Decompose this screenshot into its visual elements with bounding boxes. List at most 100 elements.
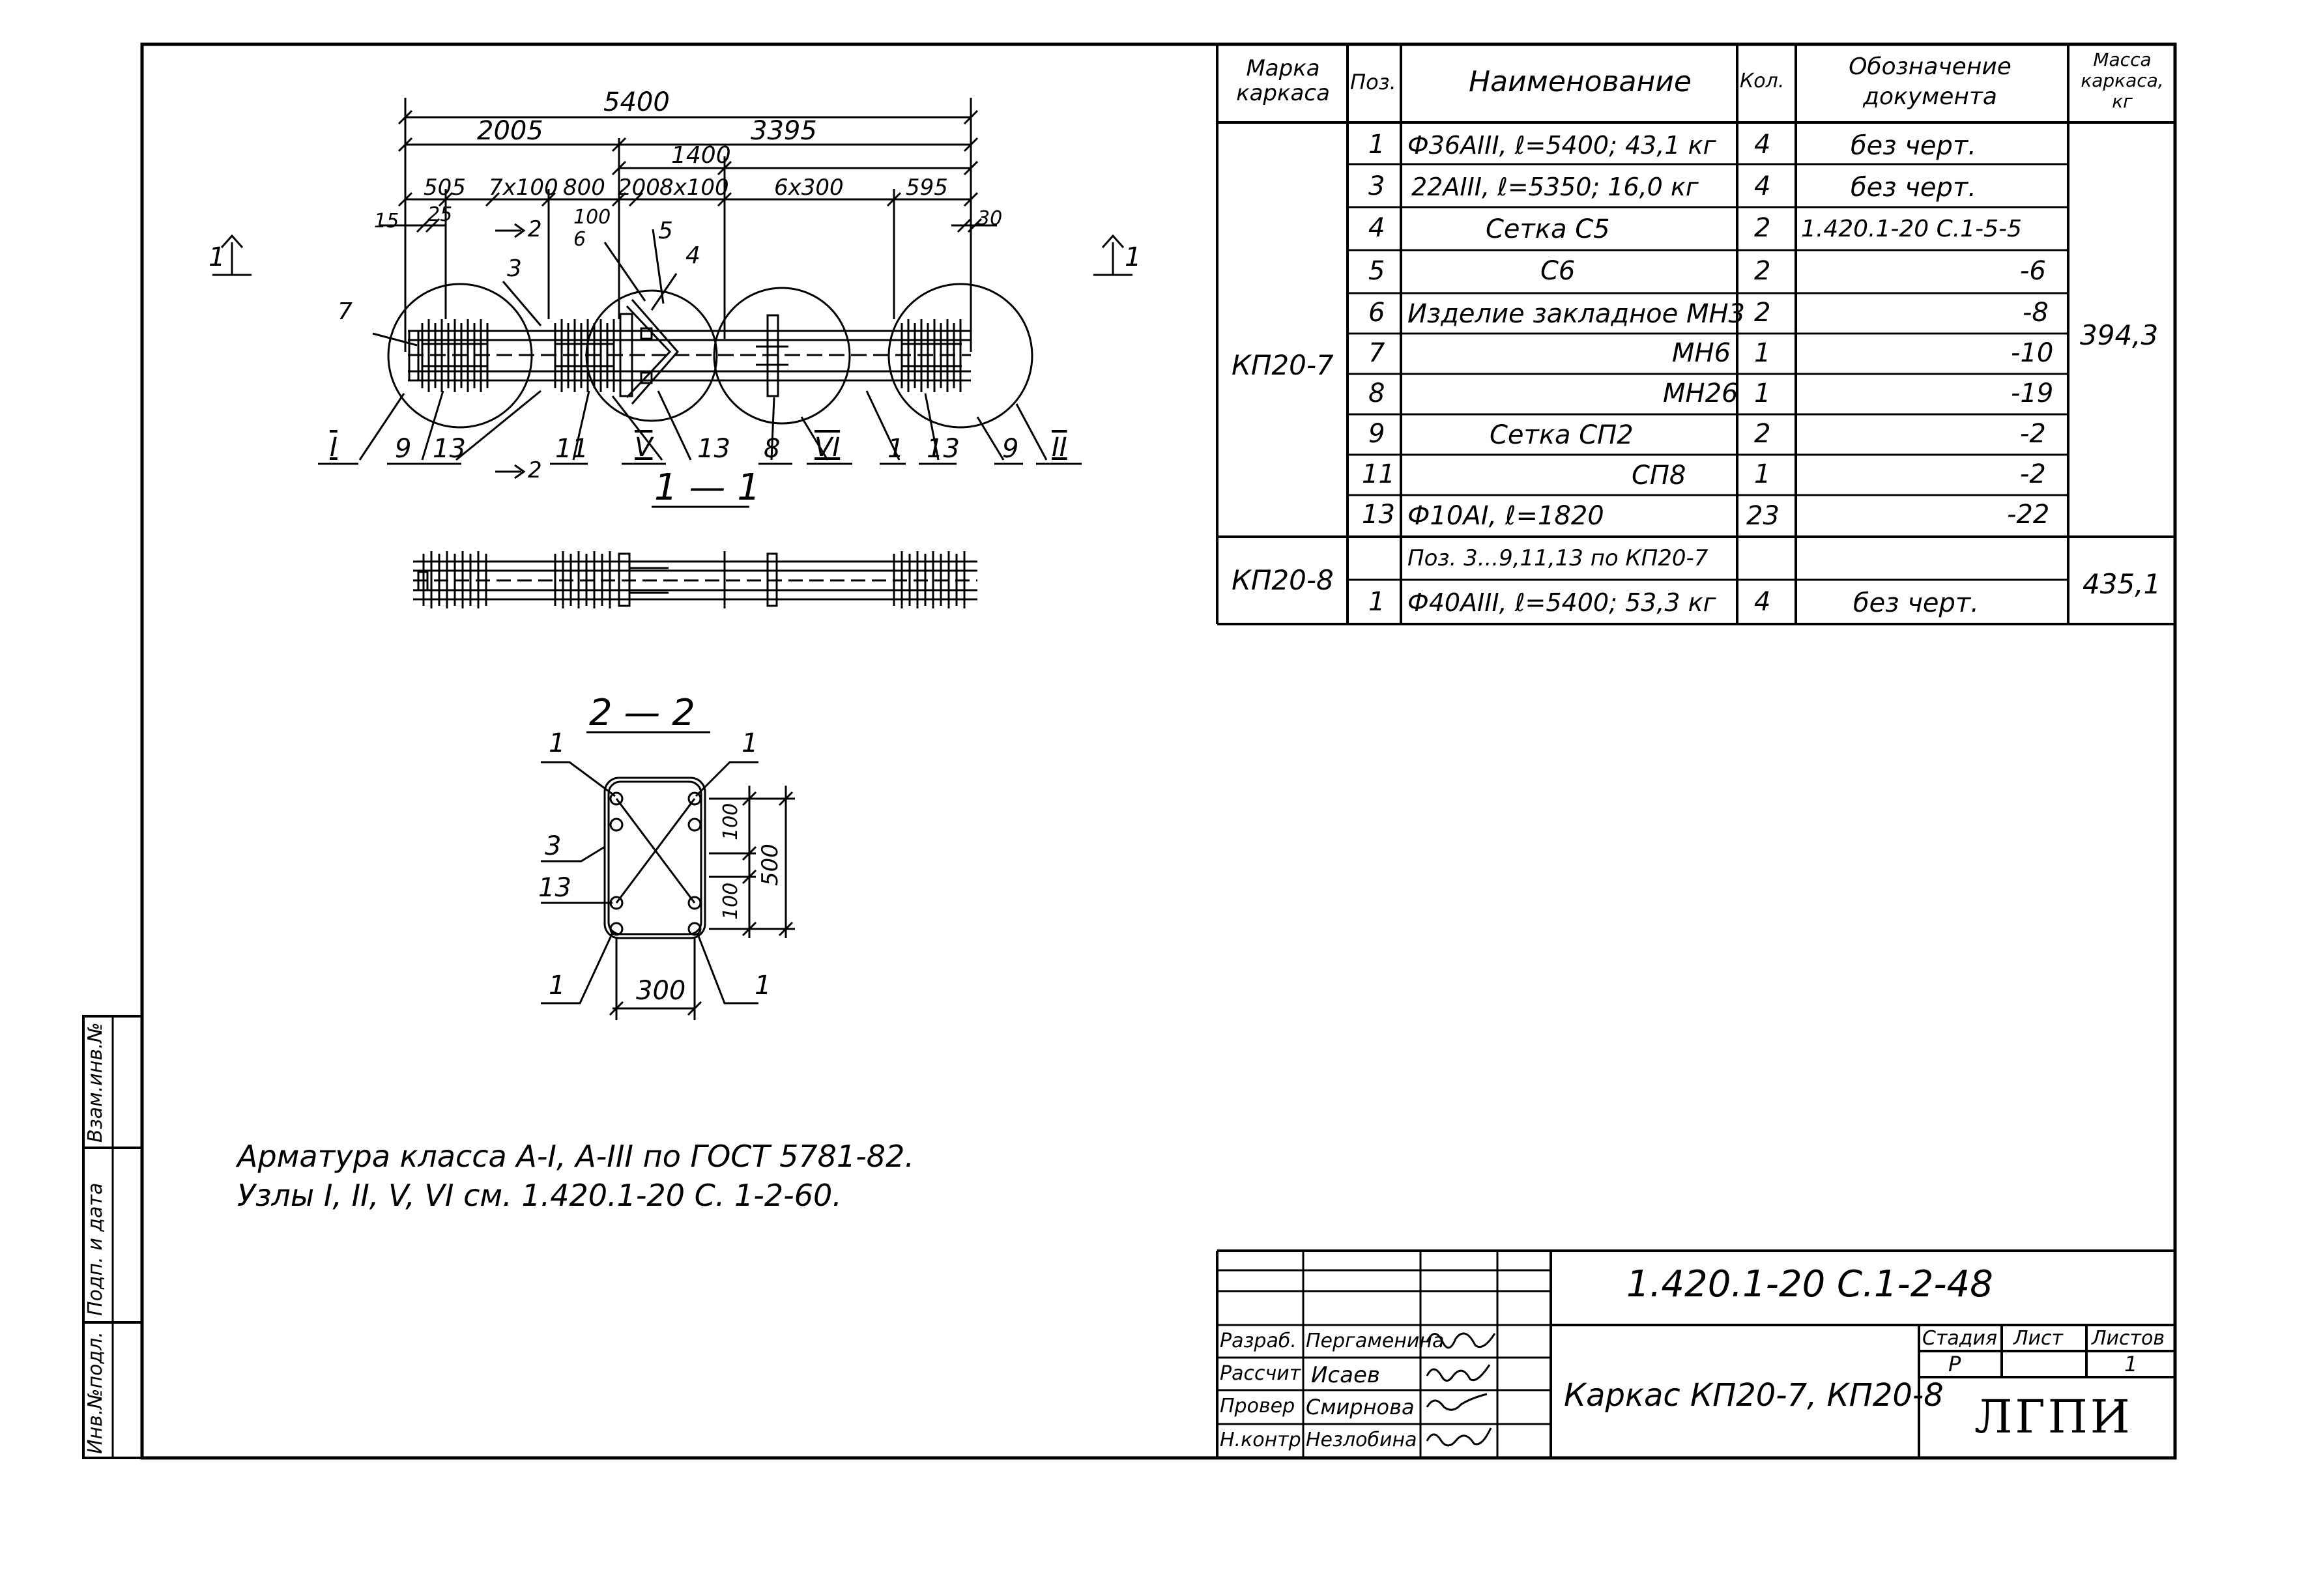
node-label-VI: VI (815, 433, 841, 463)
spec-header-doc: Обозначение документа (1849, 53, 2011, 110)
stamp-title: Каркас КП20-7, КП20-8 (1564, 1377, 1944, 1414)
stamp-name: Незлобина (1306, 1429, 1417, 1451)
spec-row-pos: 1 (1368, 587, 1385, 617)
callout-3: 3 (507, 255, 522, 282)
callout-13-left: 13 (433, 434, 466, 464)
spec-row-name: 22АIII, ℓ=5350; 16,0 кг (1411, 173, 1699, 201)
spec-row-pos: 6 (1368, 298, 1385, 328)
node-label-I: I (330, 433, 338, 463)
sec22-dim-100-bottom: 100 (719, 882, 742, 920)
sec22-dim-300: 300 (636, 976, 686, 1006)
spec-row-doc: -19 (2011, 378, 2054, 408)
spec-row-qty: 2 (1754, 419, 1771, 449)
spec-row-qty: 2 (1754, 213, 1771, 243)
spec-header-qty: Кол. (1740, 70, 1785, 93)
spec-row-pos: 3 (1368, 171, 1385, 201)
spec-row-qty: 1 (1754, 378, 1771, 408)
stamp-code: 1.420.1-20 С.1-2-48 (1626, 1263, 1993, 1305)
spec-group1-mark: КП20-7 (1232, 349, 1334, 381)
sec22-dim-500: 500 (757, 844, 783, 886)
cut-2-bottom-label: 2 (528, 457, 542, 483)
dim-800: 800 (563, 175, 605, 201)
spec-row-pos: 5 (1368, 256, 1385, 286)
spec-row-name: Изделие закладное МН3 (1407, 299, 1746, 329)
spec-row-doc: -2 (2020, 419, 2046, 449)
callout-13-right: 13 (927, 434, 960, 464)
spec-row-qty: 23 (1746, 501, 1780, 531)
side-stamp-signature-date: Подп. и дата (84, 1182, 107, 1316)
spec-row-qty: 1 (1754, 459, 1771, 489)
spec-row-name: МН26 (1663, 378, 1738, 408)
spec-row-pos: 11 (1362, 459, 1395, 489)
cut-1-left-label: 1 (209, 242, 225, 272)
spec-header-mark: Марка каркаса (1236, 55, 1330, 106)
spec-row-doc: -6 (2020, 256, 2046, 286)
dim-right: 3395 (751, 116, 817, 146)
side-stamp-replacement: Взам.инв.№ (84, 1022, 107, 1143)
spec-row-pos: 8 (1368, 378, 1385, 408)
callout-1: 1 (887, 434, 904, 464)
dim-100: 100 (573, 206, 611, 229)
spec-group2-mark: КП20-8 (1232, 564, 1334, 596)
side-stamp-inventory: Инв.№подл. (84, 1332, 107, 1454)
dim-mid: 1400 (671, 142, 731, 169)
cut-1-right-label: 1 (1125, 242, 1142, 272)
spec-row-name: С6 (1540, 256, 1576, 286)
stamp-stage: Р (1948, 1352, 1961, 1376)
stamp-name: Пергаменина (1306, 1330, 1445, 1352)
stamp-role: Рассчит (1220, 1362, 1301, 1385)
stamp-name: Исаев (1311, 1362, 1380, 1388)
dim-15: 15 (374, 210, 399, 233)
stamp-role: Провер (1220, 1395, 1295, 1418)
callout-8: 8 (764, 434, 781, 464)
spec-row-pos: 7 (1368, 338, 1385, 368)
stamp-stage-label: Стадия (1922, 1327, 1998, 1350)
dim-30: 30 (977, 207, 1003, 230)
node-label-V: V (635, 433, 653, 463)
callout-4: 4 (685, 242, 700, 269)
note-reinforcement-class: Арматура класса А-I, А-III по ГОСТ 5781-… (237, 1139, 914, 1174)
spec-row-pos: 9 (1368, 419, 1385, 449)
sec22-dim-100-top: 100 (719, 803, 742, 840)
stamp-role: Н.контр (1220, 1429, 1301, 1451)
spec-row-name: Ф36АIII, ℓ=5400; 43,1 кг (1407, 131, 1716, 160)
stamp-org: ЛГПИ (1974, 1390, 2133, 1444)
sec22-label-3: 3 (545, 831, 562, 861)
callout-9-left: 9 (395, 434, 412, 464)
stamp-sheets: 1 (2124, 1352, 2138, 1376)
spec-row-doc: без черт. (1851, 131, 1976, 161)
callout-5: 5 (658, 218, 673, 244)
spec-row-doc: -22 (2007, 500, 2050, 530)
dim-25: 25 (427, 203, 453, 226)
sec22-label-13: 13 (538, 873, 571, 903)
spec-header-name: Наименование (1469, 65, 1692, 98)
callout-13-mid: 13 (697, 434, 730, 464)
spec-row-doc: -10 (2011, 338, 2054, 368)
cut-2-top-label: 2 (528, 216, 542, 242)
spec-header-pos: Поз. (1350, 70, 1396, 94)
spec-row-doc: без черт. (1853, 588, 1979, 618)
spec-row-name: СП8 (1632, 461, 1686, 491)
dim-7x100: 7x100 (489, 175, 558, 201)
spec-row-qty: 2 (1754, 256, 1771, 286)
dim-left: 2005 (477, 116, 543, 146)
spec-row-doc: -8 (2023, 298, 2049, 328)
node-label-II: II (1052, 433, 1067, 463)
stamp-role: Разраб. (1220, 1330, 1297, 1352)
dim-200: 200 (618, 175, 660, 201)
spec-row-pos: 4 (1368, 213, 1385, 243)
spec-row-qty: 1 (1754, 338, 1771, 368)
spec-row-qty: 4 (1754, 130, 1771, 160)
callout-9-right: 9 (1002, 434, 1019, 464)
sec22-label-tr: 1 (742, 728, 758, 758)
spec-group2-mass: 435,1 (2083, 568, 2161, 600)
callout-7: 7 (338, 298, 353, 325)
spec-row-qty: 2 (1754, 298, 1771, 328)
dim-505: 505 (424, 175, 466, 201)
stamp-sheets-label: Листов (2092, 1327, 2165, 1350)
stamp-name: Смирнова (1306, 1395, 1415, 1419)
spec-header-mass: Масса каркаса, кг (2081, 49, 2164, 112)
spec-row-doc: 1.420.1-20 С.1-5-5 (1801, 216, 2022, 242)
